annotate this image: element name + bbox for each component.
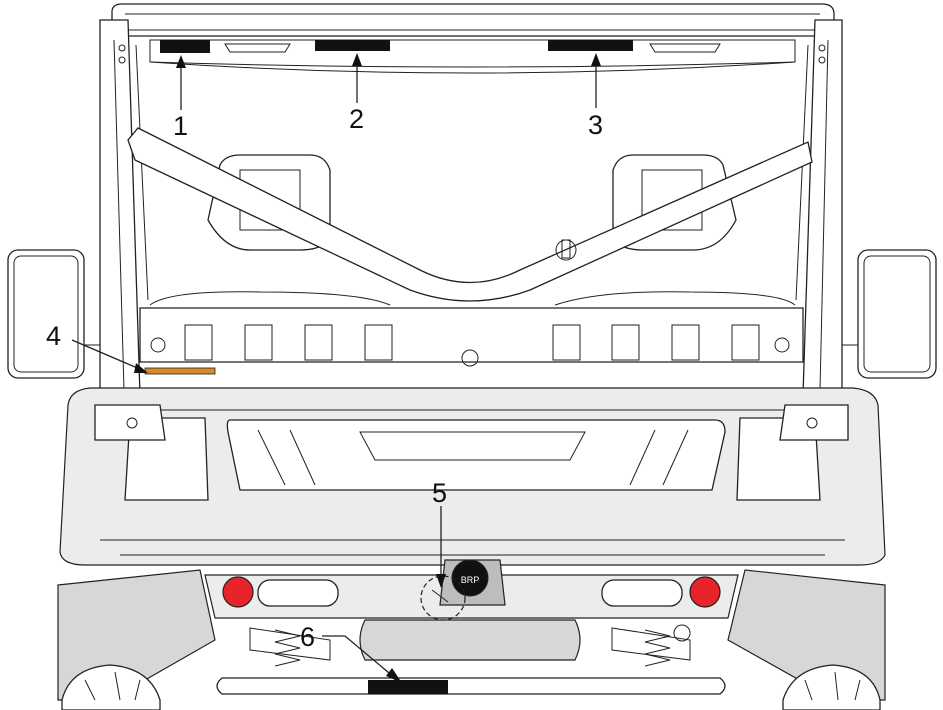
callout-5: 5 [432, 478, 447, 508]
label-strip-3 [548, 40, 633, 51]
roll-cage-frame [99, 3, 843, 396]
taillight-left [222, 576, 254, 608]
emblem-text: BRP [461, 575, 480, 585]
cargo-tailgate [59, 387, 886, 566]
callout-1: 1 [173, 111, 188, 141]
rear-roof-panel [149, 39, 796, 74]
taillight-right [689, 576, 721, 608]
label-strip-1 [160, 40, 210, 53]
callout-labels: 1 2 3 4 5 6 [46, 104, 603, 652]
rear-cab-panel [139, 307, 804, 375]
callout-2: 2 [349, 104, 364, 134]
label-strip-4 [144, 367, 216, 375]
label-strip-6 [368, 680, 448, 694]
callout-3: 3 [588, 110, 603, 140]
callout-4: 4 [46, 321, 61, 351]
undercarriage [61, 619, 881, 710]
label-strip-2 [315, 40, 390, 51]
callout-6: 6 [300, 622, 315, 652]
cross-bars [127, 127, 813, 302]
callout-leaders [71, 53, 601, 683]
side-mirrors [7, 249, 937, 379]
rear-bumper: BRP [204, 559, 739, 621]
